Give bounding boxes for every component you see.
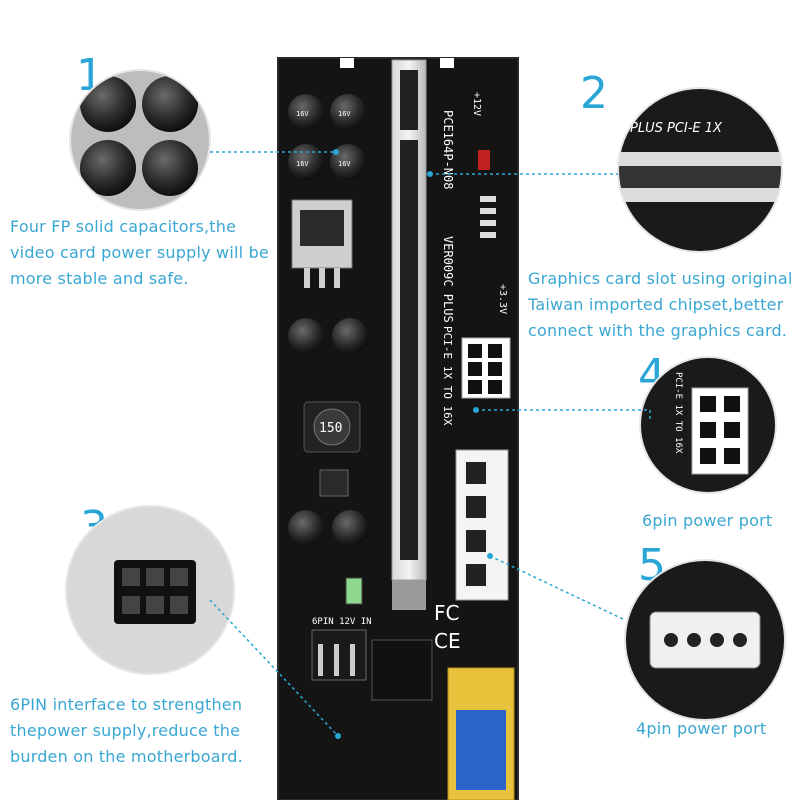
- caption-5: 4pin power port: [636, 716, 766, 742]
- zoom-circle-6pin: [66, 506, 234, 674]
- pcie-x16-slot: [391, 59, 427, 610]
- caption-2-line-1: Graphics card slot using original: [528, 269, 793, 288]
- voltage-12-text: +12V: [471, 92, 482, 116]
- zoom-circle-capacitors: [70, 70, 210, 210]
- smd-resistors: [480, 196, 496, 238]
- inductor-label: 150: [319, 421, 342, 436]
- cable-connector: [371, 639, 433, 701]
- caption-3-line-3: burden on the motherboard.: [10, 747, 243, 766]
- caption-3: 6PIN interface to strengthen thepower su…: [10, 692, 243, 770]
- capacitor-group-middle: [288, 318, 368, 354]
- caption-2-line-2: Taiwan imported chipset,better: [528, 295, 784, 314]
- caption-1-line-3: more stable and safe.: [10, 269, 189, 288]
- zoom-circle-slot: PLUS PCI-E 1X: [618, 88, 782, 252]
- leader-lines: [209, 151, 651, 737]
- caption-1-line-2: video card power supply will be: [10, 243, 269, 262]
- voltage-33-text: +3.3V: [497, 284, 508, 314]
- zoom-circle-6pin-port: PCI-E 1X TO 16X: [640, 357, 776, 493]
- caption-5-line-1: 4pin power port: [636, 719, 767, 738]
- zoom-circle-4pin-port: [625, 560, 785, 720]
- caption-3-line-1: 6PIN interface to strengthen: [10, 695, 243, 714]
- pcb-id-text: PCE164P-N08: [441, 110, 455, 189]
- led-indicator: [478, 150, 490, 170]
- board-4pin-connector: [455, 449, 509, 601]
- model-text: VER009C PLUS: [441, 236, 455, 323]
- caption-2-line-3: connect with the graphics card.: [528, 321, 788, 340]
- caption-1: Four FP solid capacitors,the video card …: [10, 214, 269, 292]
- svg-text:16V: 16V: [338, 110, 351, 118]
- svg-text:16V: 16V: [296, 160, 309, 168]
- caption-4-line-1: 6pin power port: [642, 511, 773, 530]
- caption-1-line-1: Four FP solid capacitors,the: [10, 217, 237, 236]
- voltage-regulator: [291, 199, 353, 288]
- caption-4: 6pin power port: [642, 508, 772, 534]
- zoom2-text: PLUS PCI-E 1X: [630, 121, 723, 136]
- ic-chip: [319, 469, 349, 497]
- board-6pin-connector: [461, 337, 511, 399]
- fc-logo: FC: [434, 601, 459, 625]
- capacitor-group-top: 16V 16V 16V 16V: [288, 94, 366, 180]
- svg-text:16V: 16V: [338, 160, 351, 168]
- fuse: [345, 577, 363, 605]
- callout-number-2: 2: [580, 68, 608, 119]
- zoom4-text: PCI-E 1X TO 16X: [673, 372, 683, 454]
- capacitor-group-bottom: [288, 510, 368, 546]
- caption-3-line-2: thepower supply,reduce the: [10, 721, 241, 740]
- pin-label-text: 6PIN 12V IN: [312, 617, 372, 627]
- caption-2: Graphics card slot using original Taiwan…: [528, 266, 793, 344]
- pin-header: [311, 629, 367, 681]
- slot-label-text: PCI-E 1X TO 16X: [441, 326, 454, 426]
- ce-logo: CE: [434, 629, 461, 653]
- leader-endpoints: [333, 149, 493, 739]
- usb-port: [447, 667, 515, 800]
- inductor: 150: [303, 401, 361, 453]
- svg-text:16V: 16V: [296, 110, 309, 118]
